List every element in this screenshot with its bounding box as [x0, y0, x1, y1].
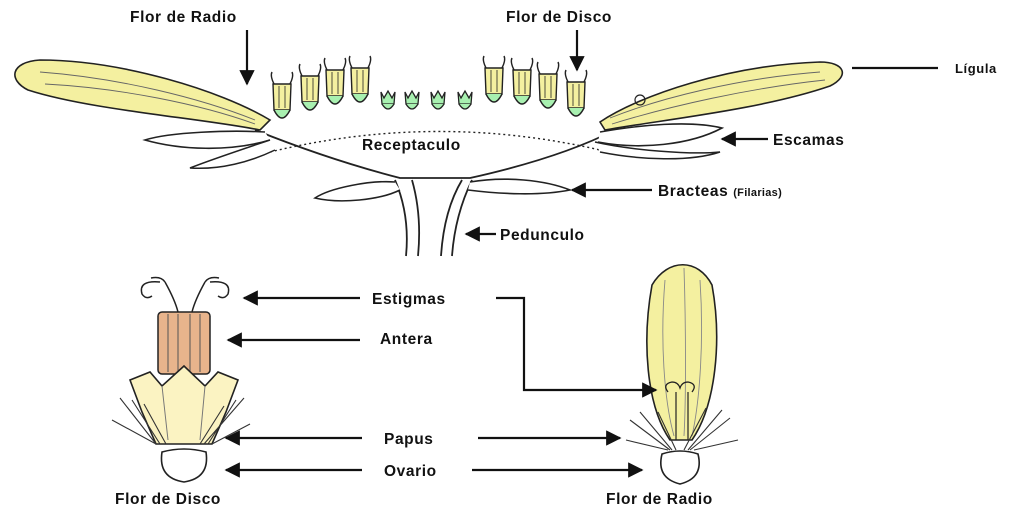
label-flor-de-disco-top: Flor de Disco	[506, 10, 612, 26]
arrow-estigmas-right	[496, 298, 656, 390]
label-flor-de-radio-bottom: Flor de Radio	[606, 492, 713, 508]
ray-ligule	[647, 265, 717, 440]
label-bracteas-text: Bracteas	[658, 183, 728, 200]
ray-ovary	[661, 451, 699, 484]
left-bract	[315, 182, 400, 201]
anther-tube	[158, 312, 210, 374]
flower-head	[15, 56, 842, 256]
disc-ovary	[161, 449, 206, 482]
label-antera: Antera	[380, 332, 433, 348]
ray-flower-detail	[626, 265, 738, 484]
label-bracteas: Bracteas (Filarias)	[658, 184, 782, 200]
peduncle	[441, 180, 472, 256]
disc-florets	[271, 56, 586, 118]
disc-flower-detail	[112, 278, 250, 483]
label-ovario: Ovario	[384, 464, 437, 480]
label-receptaculo: Receptaculo	[362, 138, 461, 154]
label-bracteas-note: (Filarias)	[733, 187, 782, 199]
label-pedunculo: Pedunculo	[500, 228, 585, 244]
label-escamas: Escamas	[773, 133, 844, 149]
label-flor-de-radio-top: Flor de Radio	[130, 10, 237, 26]
label-estigmas: Estigmas	[372, 292, 446, 308]
label-papus: Papus	[384, 432, 434, 448]
right-bract	[468, 179, 570, 194]
label-ligula: Lígula	[955, 62, 997, 75]
label-flor-de-disco-bottom: Flor de Disco	[115, 492, 221, 508]
